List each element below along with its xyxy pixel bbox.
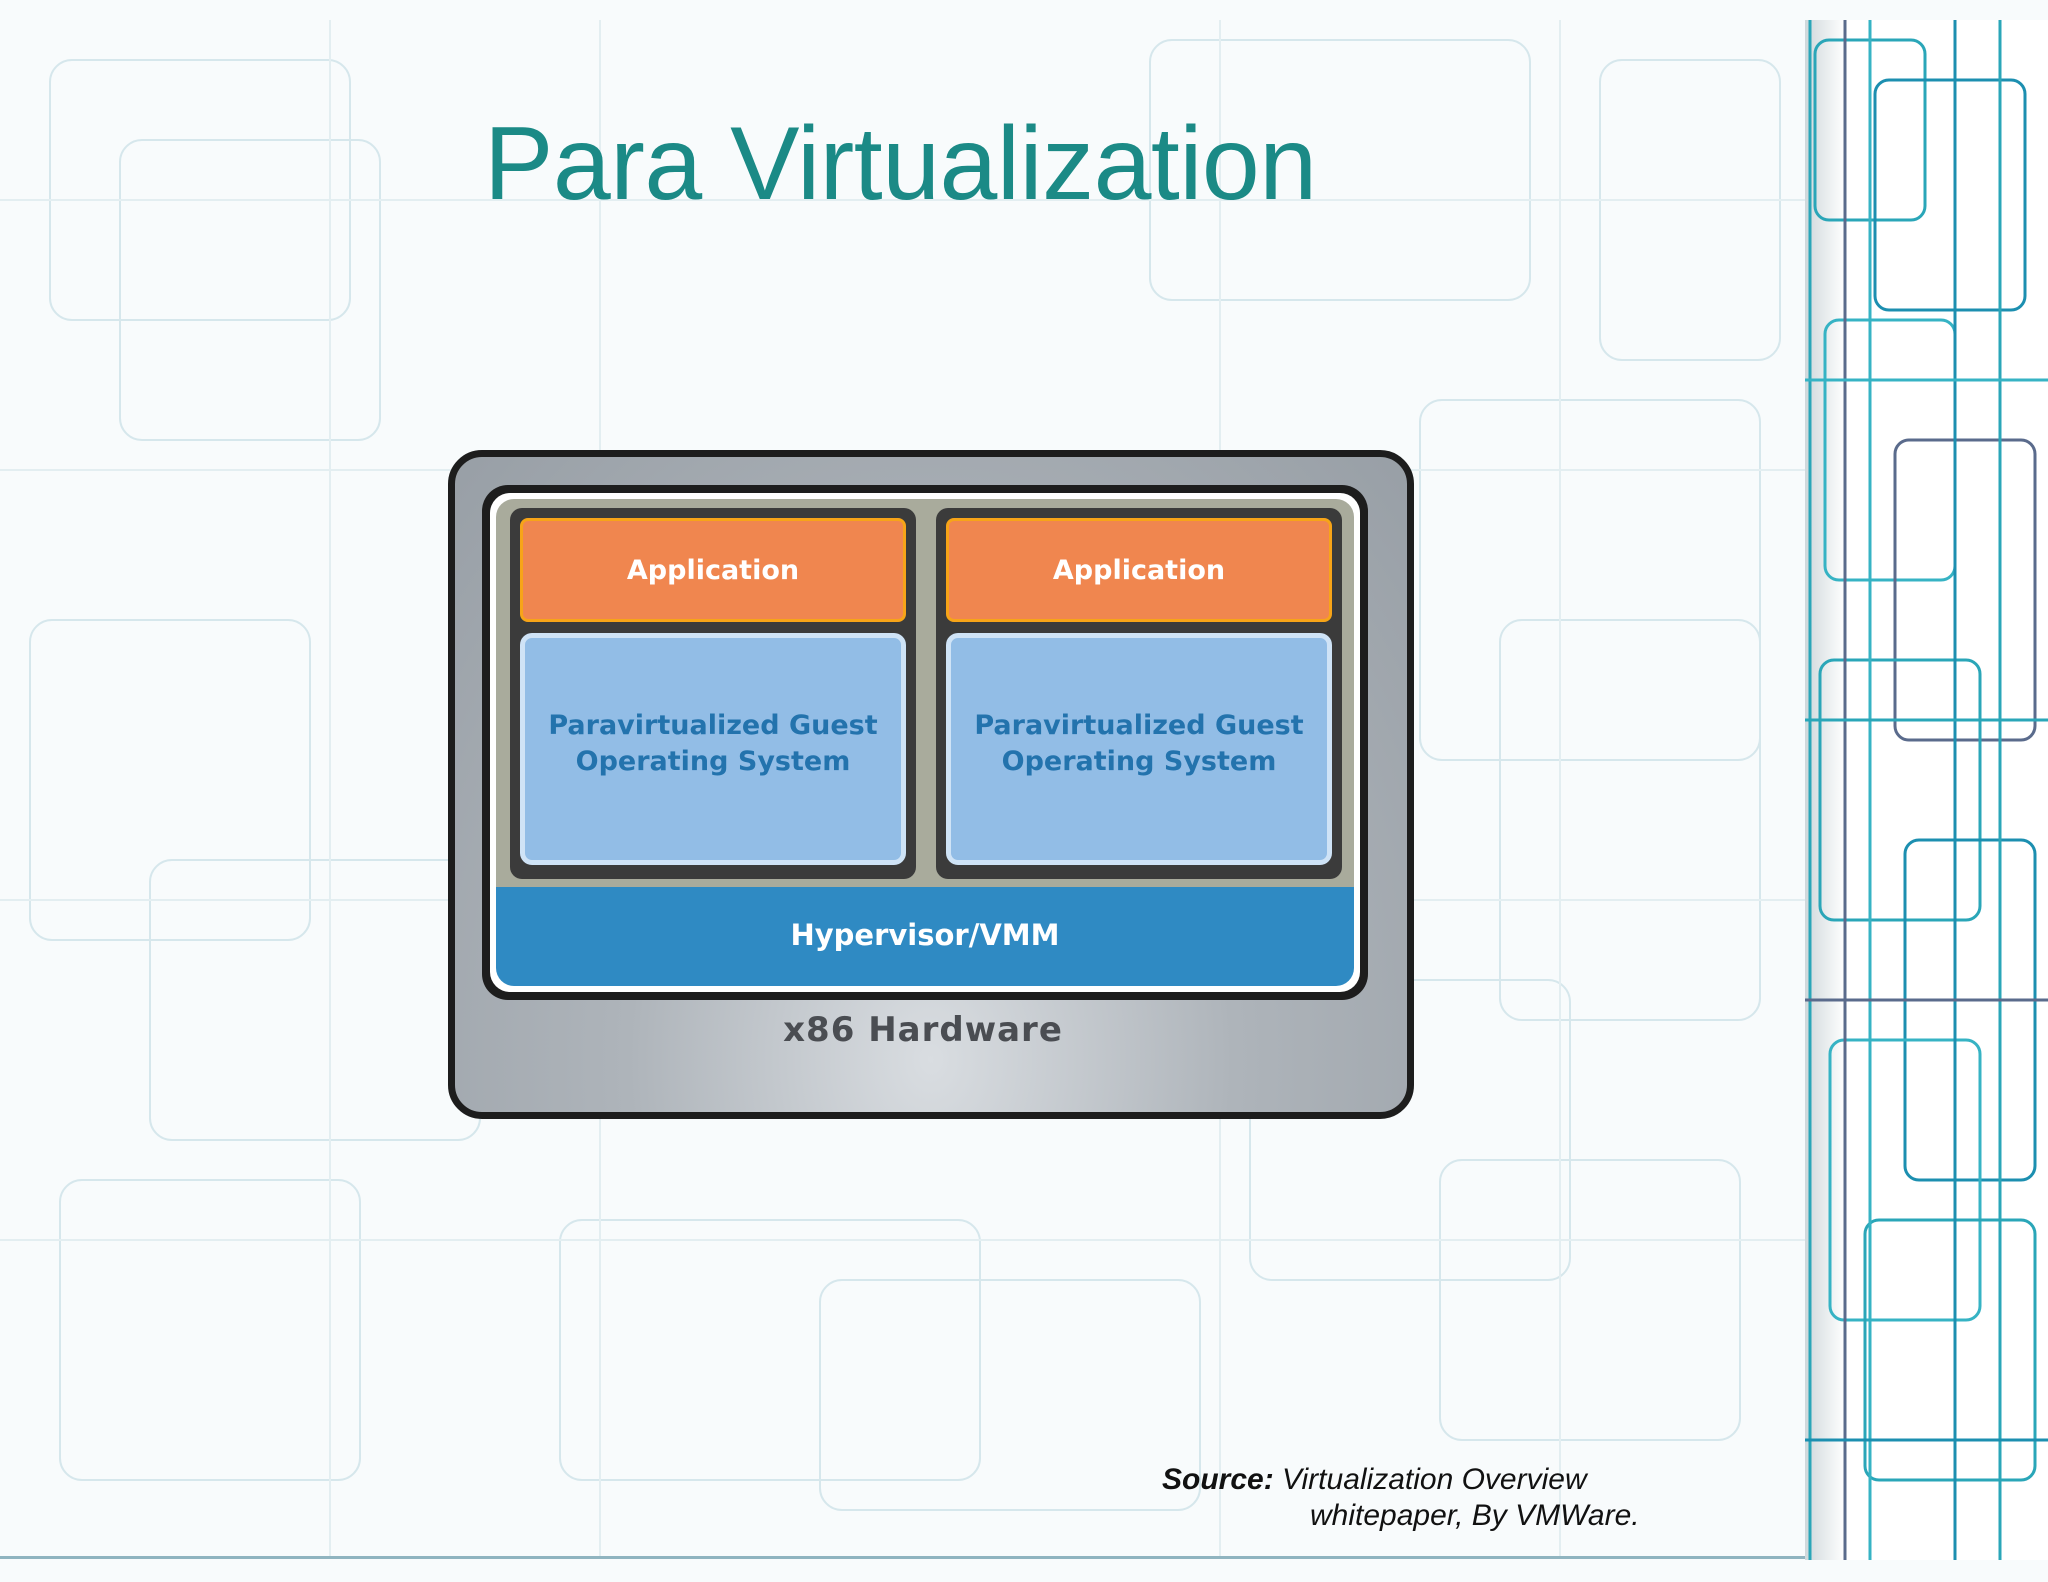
virtual-machine-1: Application Paravirtualized Guest Operat… [510,508,916,879]
guest-os-label: Paravirtualized Guest Operating System [548,710,878,777]
application-label: Application [1052,555,1226,586]
source-text-line1: Virtualization Overview [1282,1463,1587,1496]
slide-title: Para Virtualization [484,106,1317,222]
source-text-line2: whitepaper, By VMWare. [1310,1499,1640,1532]
application-box: Application [520,518,906,622]
virtual-machine-2: Application Paravirtualized Guest Operat… [936,508,1342,879]
hypervisor-layer [496,887,1354,986]
guest-os-box: Paravirtualized Guest Operating System [946,633,1332,865]
guest-os-box: Paravirtualized Guest Operating System [520,633,906,865]
right-decorative-band [1805,20,2048,1560]
guest-os-label: Paravirtualized Guest Operating System [974,710,1304,777]
bottom-rule [0,1556,1805,1559]
circuit-lines-decoration [1805,20,2048,1560]
hypervisor-label: Hypervisor/VMM [790,918,1060,952]
application-label: Application [626,555,800,586]
hardware-label: x86 Hardware [783,1010,1063,1050]
application-box: Application [946,518,1332,622]
para-virtualization-diagram: x86 Hardware Hypervisor/VMM Application … [440,440,1440,1140]
source-citation: Source: Virtualization Overview whitepap… [1162,1462,1662,1534]
source-key: Source: [1162,1463,1274,1496]
